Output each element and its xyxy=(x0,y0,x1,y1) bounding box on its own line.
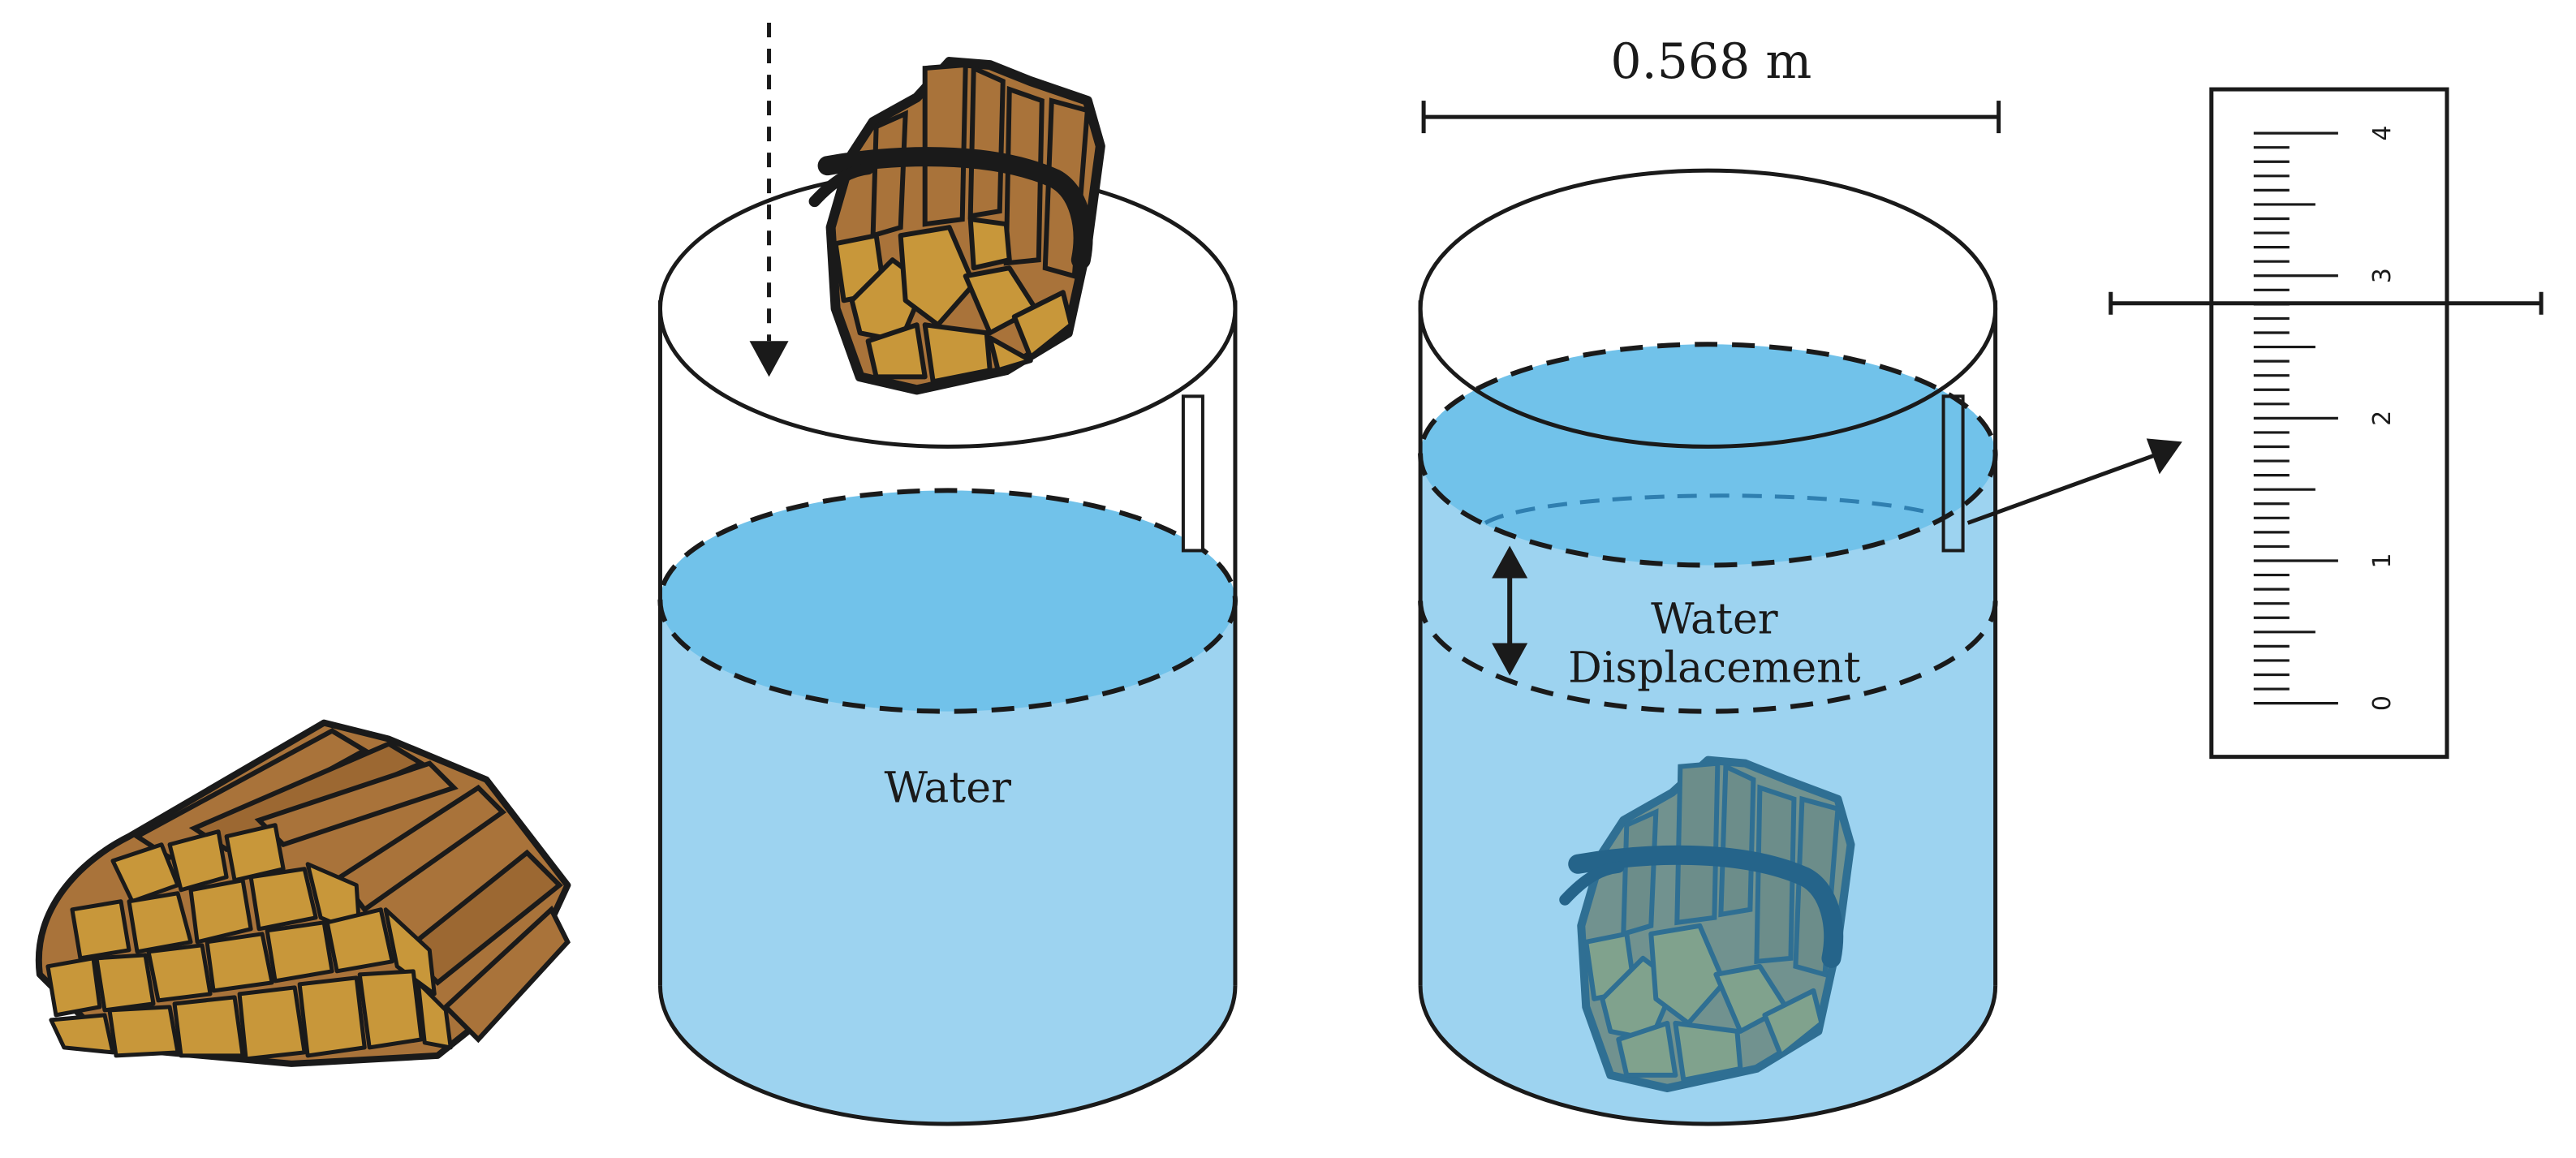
ruler-tick-labels: 0 1 2 3 4 xyxy=(2368,126,2397,712)
ruler-icon: 0 1 2 3 4 xyxy=(2109,87,2544,760)
submerged-wood-bundle-icon xyxy=(1559,755,1855,1092)
water-displacement-label-line2: Displacement xyxy=(1568,644,1860,693)
water-label: Water xyxy=(884,764,1011,813)
cylinder-before xyxy=(657,168,1238,1126)
ruler-tick-label: 1 xyxy=(2368,553,2397,568)
ruler-tick-label: 2 xyxy=(2368,411,2397,426)
width-label: 0.568 m xyxy=(1610,33,1811,90)
width-dimension xyxy=(1421,101,2001,134)
water-displacement-label-line1: Water xyxy=(1651,596,1778,644)
ruler-tick-label: 4 xyxy=(2368,126,2397,141)
ruler-ticks xyxy=(2253,131,2338,705)
firewood-pile-icon xyxy=(35,719,571,1067)
ruler-tick-label: 3 xyxy=(2368,268,2397,283)
wood-bundle-icon xyxy=(808,57,1105,395)
pointer-arrow-icon xyxy=(1966,438,2182,525)
double-arrow-icon xyxy=(1492,545,1528,676)
dashed-down-arrow-icon xyxy=(749,23,789,377)
ruler-tick-label: 0 xyxy=(2368,695,2397,711)
